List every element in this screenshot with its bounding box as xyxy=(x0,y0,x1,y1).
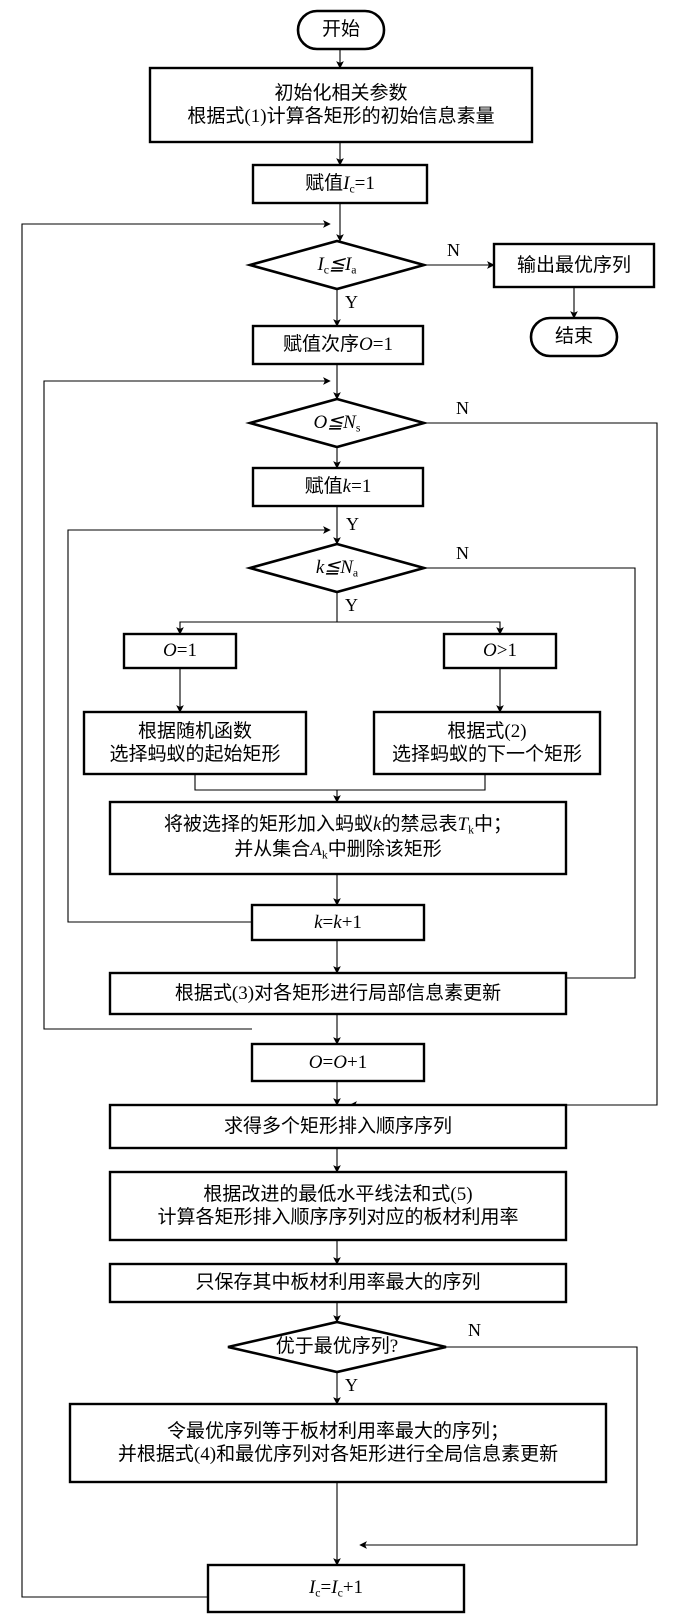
node-seq-result xyxy=(108,1103,568,1150)
node-dec-k xyxy=(245,542,429,594)
edge-merge-left xyxy=(194,774,341,803)
node-o-gt-1 xyxy=(442,632,558,670)
node-assign-k xyxy=(251,466,425,508)
edge-k-inc-loop xyxy=(67,526,331,923)
node-rand-func xyxy=(82,710,308,776)
node-local-update xyxy=(108,971,568,1016)
node-o-inc xyxy=(250,1042,426,1083)
node-ic-inc xyxy=(206,1563,466,1614)
node-global-update xyxy=(68,1402,608,1484)
node-keep-best xyxy=(108,1262,568,1304)
edge-dec-k-yes-split xyxy=(176,621,337,635)
edge-dec-better-no xyxy=(359,1346,638,1549)
node-dec-ic xyxy=(245,239,429,291)
node-eq2 xyxy=(372,710,602,776)
edge-dec-k-yes-split-right xyxy=(337,621,504,635)
node-calc-util xyxy=(108,1170,568,1242)
node-init xyxy=(148,66,534,144)
node-out-best xyxy=(492,242,656,289)
node-dec-better xyxy=(227,1320,447,1374)
node-k-inc xyxy=(250,903,426,942)
node-start xyxy=(296,9,386,51)
edge-ic-inc-loop xyxy=(21,220,350,1598)
node-assign-o xyxy=(251,324,425,366)
node-assign-ic xyxy=(251,163,429,205)
edge-o-inc-loop xyxy=(43,377,331,1030)
edge-merge-right xyxy=(337,774,486,791)
node-o-eq-1 xyxy=(122,632,238,670)
node-end xyxy=(529,316,619,358)
node-dec-o xyxy=(245,397,429,449)
node-tabu xyxy=(108,800,568,876)
